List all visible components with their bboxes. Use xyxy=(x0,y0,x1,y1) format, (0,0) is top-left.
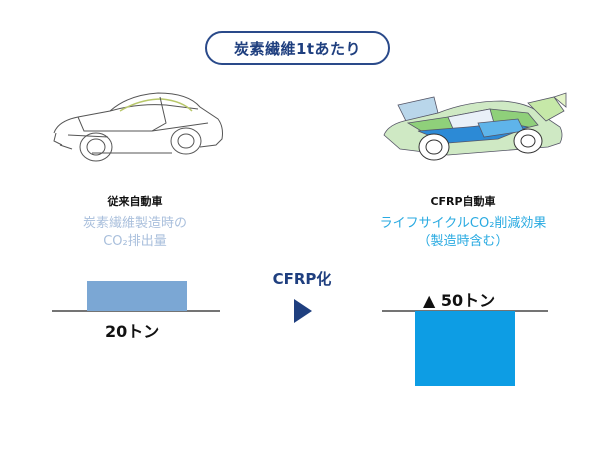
header-title: 炭素繊維1tあたり xyxy=(233,39,362,58)
conventional-value-label: 20トン xyxy=(105,322,160,341)
conventional-description: 炭素繊維製造時の CO₂排出量 xyxy=(55,215,215,251)
play-arrow-icon xyxy=(294,299,312,323)
cfrp-car-illustration xyxy=(383,92,567,161)
cfrp-description-line2: （製造時含む） xyxy=(417,234,509,249)
cfrp-description-line1: ライフサイクルCO₂削減効果 xyxy=(379,216,547,231)
cfrp-car-label: CFRP自動車 xyxy=(430,195,496,208)
conventional-description-line1: 炭素繊維製造時の xyxy=(82,216,187,231)
cfrp-value-label: ▲ 50トン xyxy=(423,291,496,310)
cfrp-bar xyxy=(415,311,515,386)
cfrp-transition-label: CFRP化 xyxy=(272,270,332,288)
conventional-bar xyxy=(87,281,187,311)
conventional-car-label: 従来自動車 xyxy=(107,195,163,208)
conventional-car-illustration xyxy=(53,92,223,162)
cfrp-description: ライフサイクルCO₂削減効果 （製造時含む） xyxy=(363,215,563,251)
header-title-pill: 炭素繊維1tあたり xyxy=(205,31,390,65)
conventional-description-line2: CO₂排出量 xyxy=(103,234,167,249)
